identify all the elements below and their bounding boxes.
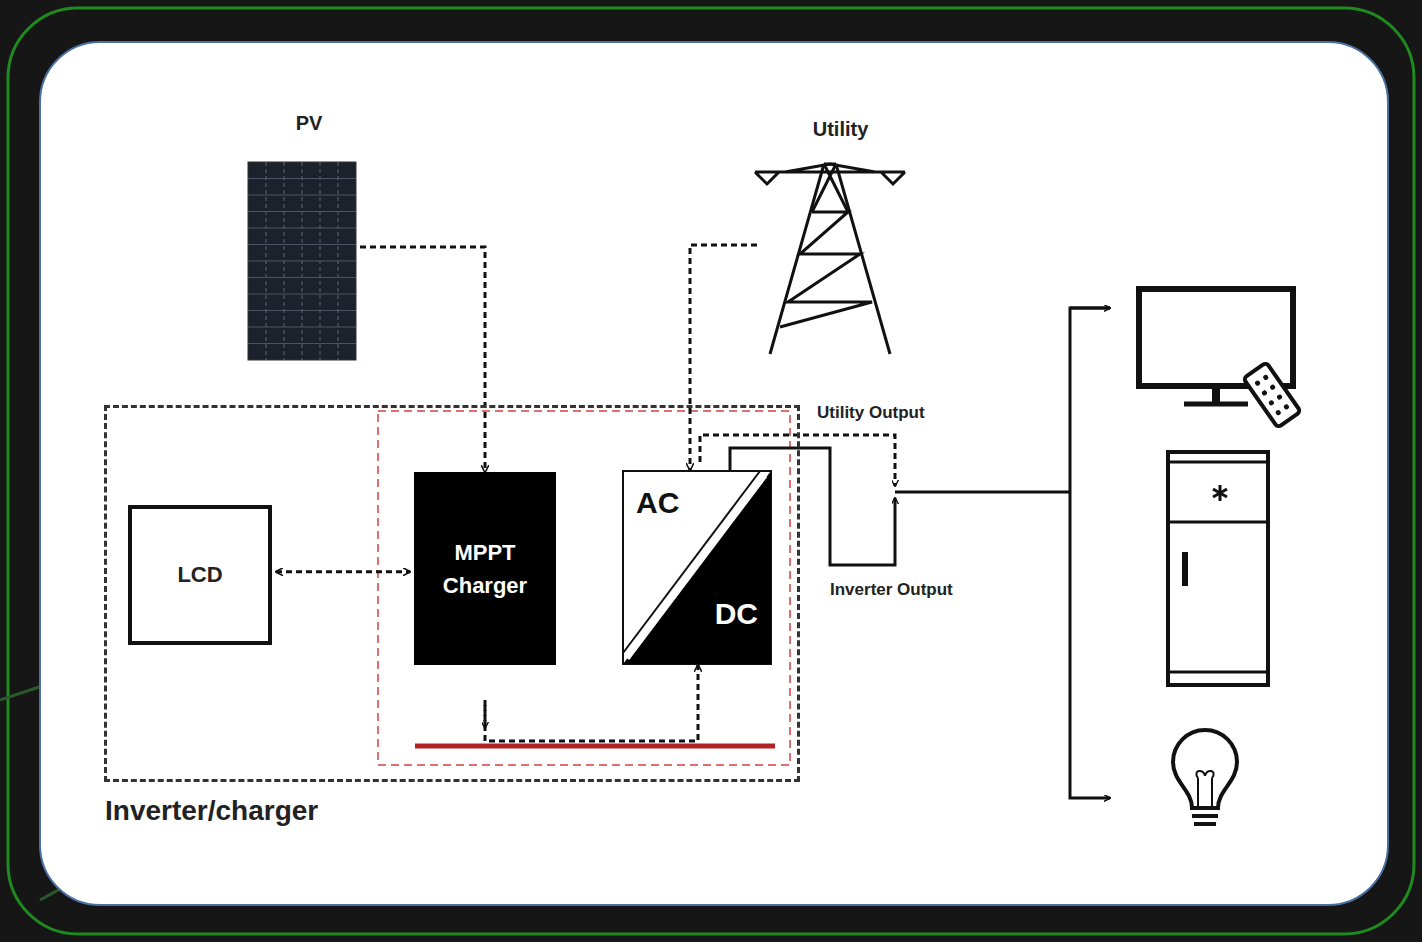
node-text: MPPT Charger [422,536,548,602]
node-text: PV [238,112,380,135]
node-text: Utility [745,118,936,141]
outer-frame [8,8,1414,934]
dashed-connector [690,245,757,470]
inverter-charger-box: Inverter/chargerLCDMPPT ChargerACDC [104,405,800,782]
node-text: LCD [177,562,222,588]
power-section-outline [378,411,790,765]
inverter-output-label: Inverter Output [828,580,955,600]
tower-art [745,112,920,358]
dashed-connector [360,247,485,472]
bulb-icon [1173,730,1237,824]
white-panel [40,42,1388,905]
lcd-box: LCD [128,505,272,645]
bus-arrow [484,700,487,728]
tv-icon [1139,289,1301,428]
dashed-connector [276,570,410,573]
node-text: DC [715,597,758,631]
utility-tower: Utility [745,112,936,358]
pv-panel: PV [238,112,380,362]
dashed-connector [485,665,698,741]
ac-dc-converter-box: AC DC [622,470,772,665]
dc-bus [415,744,775,749]
load-bracket [1070,308,1110,798]
node-text: Inverter/charger [105,795,318,827]
utility-output-label: Utility Output [815,403,927,423]
output-bus [895,491,1070,494]
fridge-icon [1168,452,1268,685]
load-arrow [1070,307,1110,310]
pv-art [238,112,364,362]
mppt-charger-box: MPPT Charger [414,472,556,665]
node-text: AC [636,486,679,520]
